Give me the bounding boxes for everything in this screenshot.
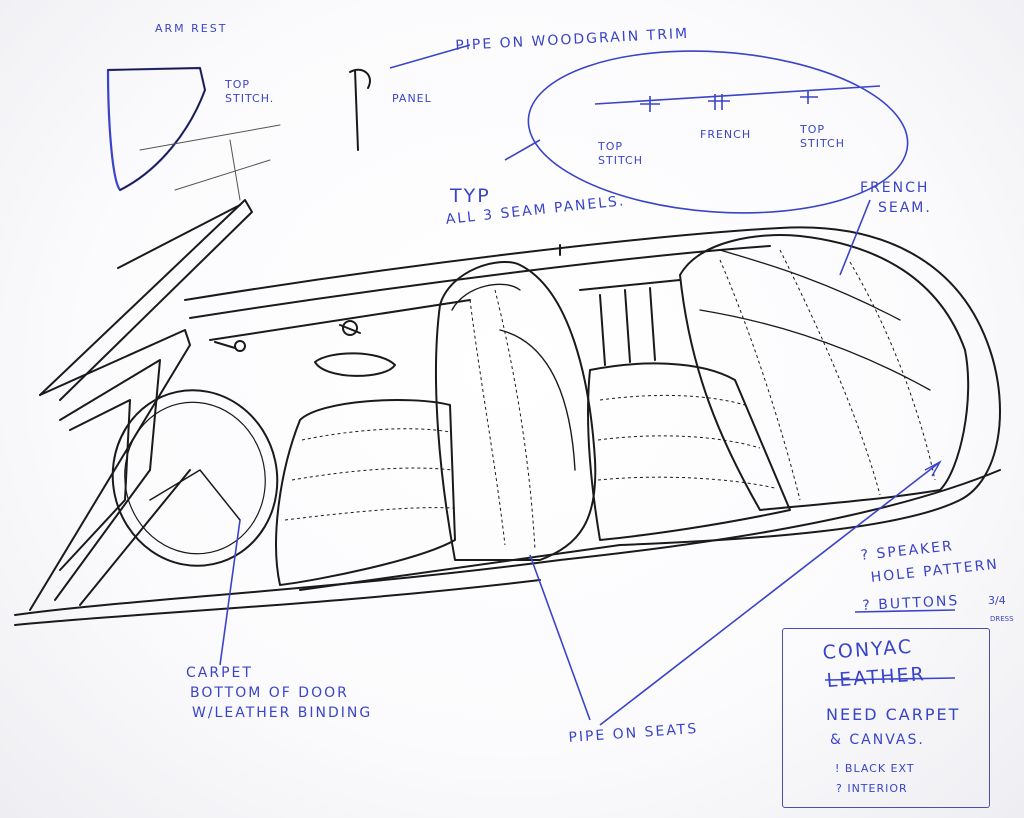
arm-rest-detail: [106, 66, 371, 201]
label-canvas: & CANVAS.: [830, 732, 925, 748]
label-french-seam-2: SEAM.: [878, 200, 932, 216]
label-detail-top-stitch-right: TOP STITCH: [800, 123, 845, 150]
label-top-stitch-1: TOP: [225, 78, 251, 91]
label-interior: ? INTERIOR: [836, 782, 908, 795]
label-top-stitch-2: STITCH.: [225, 92, 275, 105]
label-fraction-sub: DRESS: [990, 615, 1014, 623]
materials-note-box: [782, 628, 990, 808]
label-black-ext: ! BLACK EXT: [835, 762, 915, 775]
label-carpet-3: W/LEATHER BINDING: [192, 705, 373, 721]
seat-stitching: [284, 249, 936, 551]
seam-detail-callout: [219, 44, 956, 726]
label-carpet-1: CARPET: [186, 665, 253, 681]
label-carpet-2: BOTTOM OF DOOR: [190, 685, 349, 701]
label-arm-rest: ARM REST: [155, 22, 228, 35]
label-detail-french: FRENCH: [700, 128, 752, 141]
car-ink-drawing: [14, 199, 1001, 626]
label-typ: TYP: [450, 185, 491, 207]
label-detail-top-stitch-left: TOP STITCH: [598, 140, 643, 167]
label-fraction: 3/4: [988, 594, 1006, 607]
label-need-carpet: NEED CARPET: [826, 705, 961, 724]
label-french-seam-1: FRENCH: [860, 180, 930, 196]
label-panel: PANEL: [392, 92, 432, 105]
